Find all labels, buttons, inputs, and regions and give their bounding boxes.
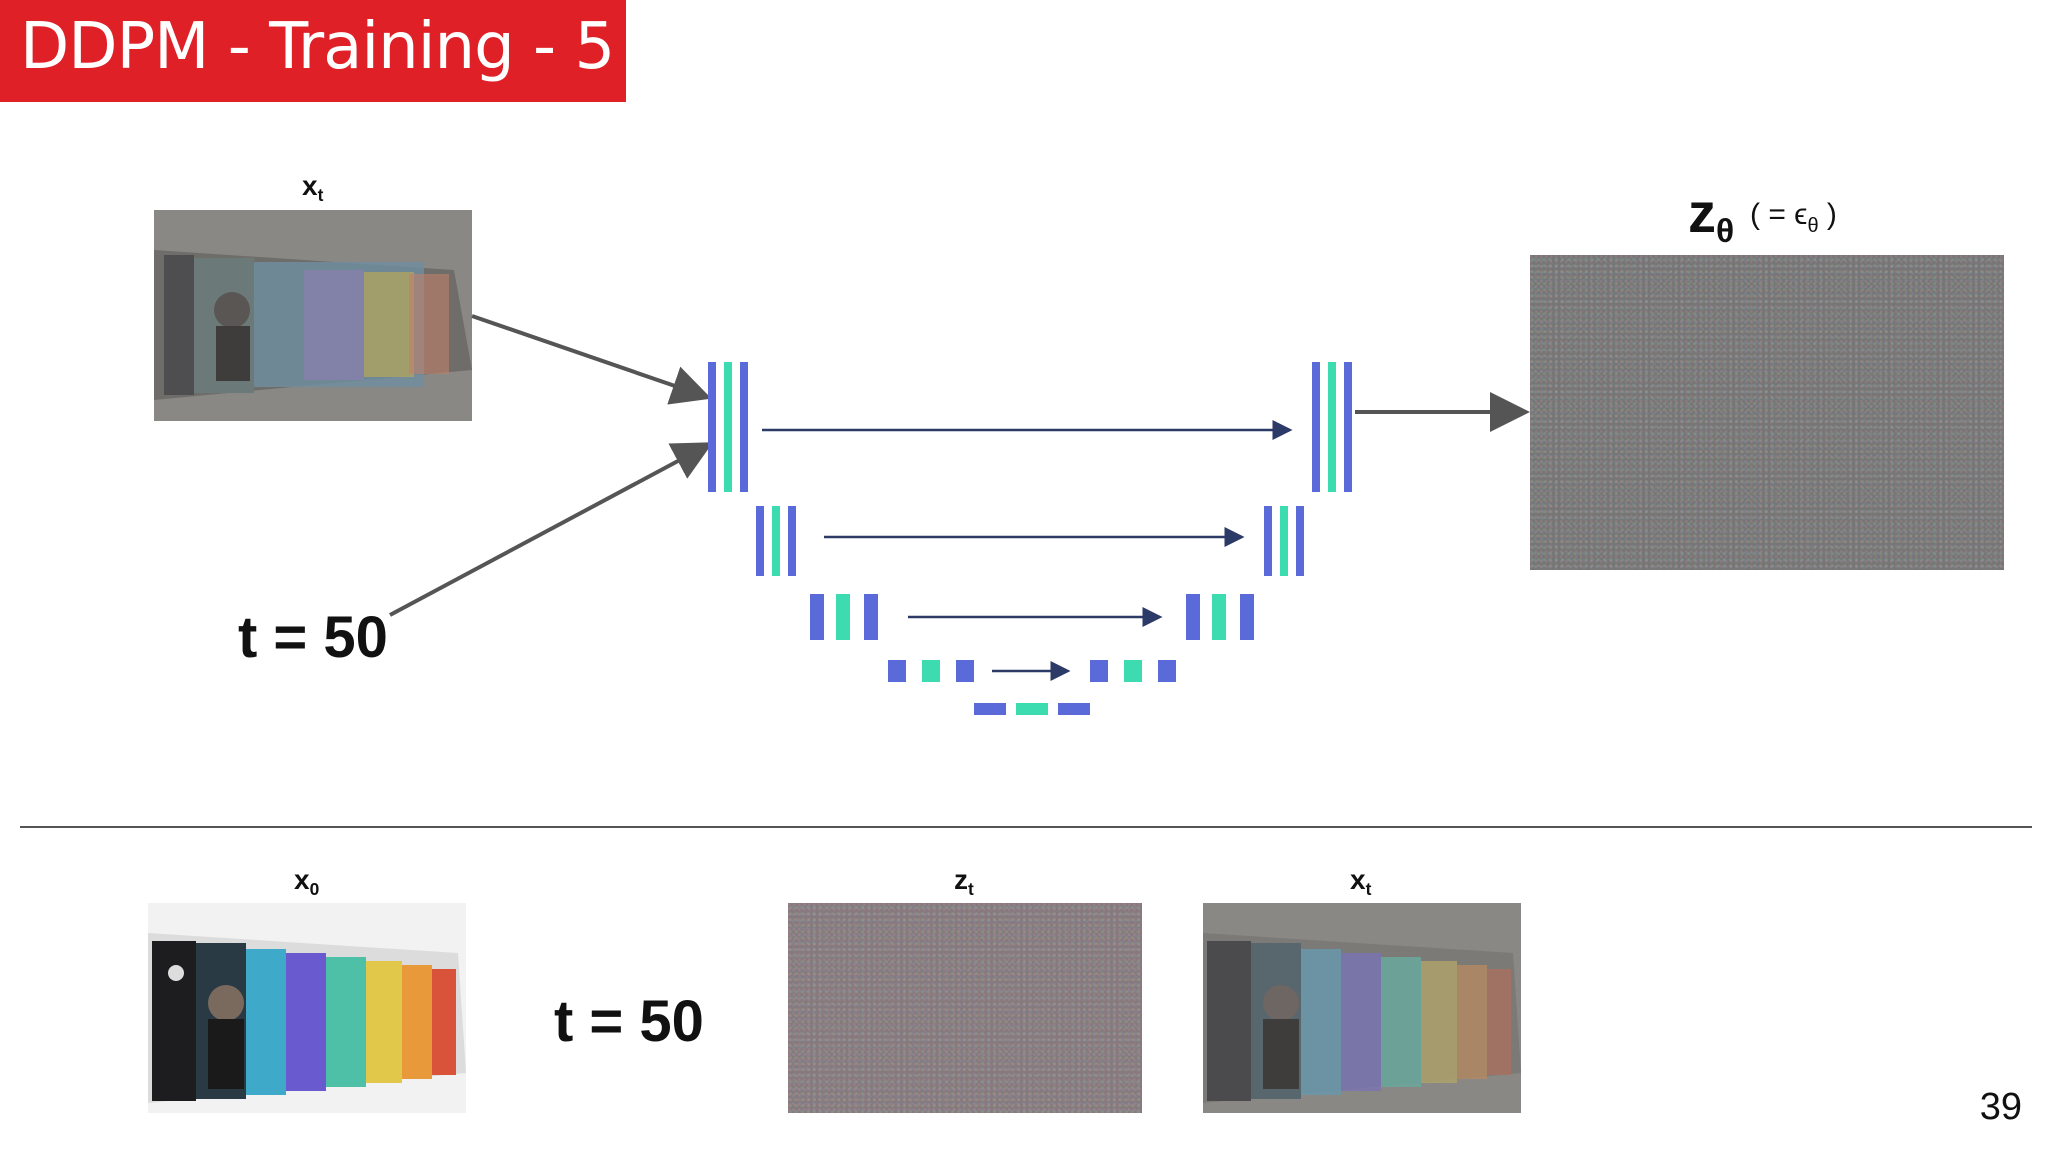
clean-image-x0 — [148, 903, 466, 1113]
unet-decoder-level-3 — [1186, 594, 1254, 640]
zt-label: zt — [954, 864, 974, 900]
noisy-input-image — [154, 210, 472, 421]
arrow-timestep-to-unet — [389, 442, 714, 617]
epsilon-theta-note: ( = ϵθ ) — [1750, 198, 1837, 237]
xt-label-bottom-sub: t — [1365, 879, 1372, 900]
timestep-label-top: t = 50 — [238, 605, 388, 670]
unet-decoder-level-4 — [1090, 660, 1176, 682]
unet-bottleneck — [974, 703, 1090, 715]
section-divider — [20, 826, 2032, 828]
unet-encoder-level-1 — [708, 362, 748, 492]
zt-label-main: z — [954, 864, 968, 895]
xt-label-bottom: xt — [1350, 864, 1372, 900]
supercomputer-illustration — [148, 903, 466, 1113]
unet-encoder-level-2 — [756, 506, 796, 576]
timestep-label-bottom: t = 50 — [554, 989, 704, 1054]
input-xt-label: xt — [302, 170, 324, 206]
output-z-label-sub: θ — [1716, 213, 1735, 251]
page-number: 39 — [1979, 1086, 2022, 1128]
unet-decoder-level-1 — [1312, 362, 1352, 492]
arrow-image-to-unet — [471, 314, 712, 405]
x0-label-main: x — [294, 864, 310, 895]
title-bar: DDPM - Training - 5 — [0, 0, 626, 102]
xt-label-bottom-main: x — [1350, 864, 1366, 895]
unet-encoder-level-3 — [810, 594, 878, 640]
epsilon-note-open: ( = ϵ — [1750, 198, 1808, 231]
unet-encoder-level-4 — [888, 660, 974, 682]
noisy-supercomputer-illustration-bottom — [1203, 903, 1521, 1113]
output-z-theta-label: zθ — [1688, 180, 1734, 250]
epsilon-note-close: ) — [1818, 198, 1837, 231]
zt-label-sub: t — [968, 879, 974, 900]
epsilon-note-sub: θ — [1807, 215, 1819, 237]
input-xt-label-sub: t — [317, 185, 324, 206]
x0-label: x0 — [294, 864, 320, 900]
noisy-supercomputer-illustration — [154, 210, 472, 421]
slide-title: DDPM - Training - 5 — [20, 10, 615, 84]
noisy-image-xt-bottom — [1203, 903, 1521, 1113]
x0-label-sub: 0 — [309, 879, 320, 900]
predicted-noise-image — [1530, 255, 2004, 570]
sampled-noise-zt — [788, 903, 1142, 1113]
input-xt-label-main: x — [302, 170, 318, 201]
unet-decoder-level-2 — [1264, 506, 1304, 576]
output-z-label-main: z — [1688, 181, 1716, 244]
